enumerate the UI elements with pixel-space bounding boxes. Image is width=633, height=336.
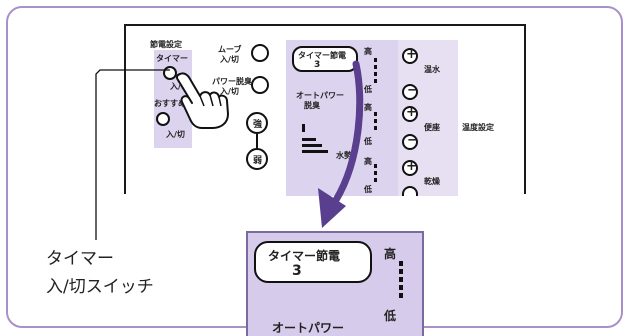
move-label: ムーブ [218,45,242,54]
control-panel: 節電設定 タイマー 入/切 おすすめ 入/切 ムーブ 入/切 パワー脱臭 入/切… [124,24,526,196]
water-temp-label: 温水 [424,65,440,74]
low-label-1: 低 [364,85,372,94]
level-bars [302,58,377,182]
strong-button[interactable]: 強 [246,112,268,134]
zoom-low-label: 低 [384,309,397,323]
move-onoff-label: 入/切 [220,55,239,64]
water-pressure-label: 水勢 [336,151,352,160]
power-deodorize-label: パワー脱臭 [212,77,252,86]
high-label-2: 高 [364,103,372,112]
water-temp-minus-button[interactable]: − [402,83,418,100]
zoom-level-bar [399,261,403,298]
power-deodorize-button[interactable] [251,76,269,94]
zoom-arrow-icon [318,60,364,228]
move-button[interactable] [251,44,269,62]
section-title: 節電設定 [150,40,182,49]
weak-button[interactable]: 弱 [246,148,268,170]
zoom-display-panel: タイマー節電 3 高 低 オートパワー [246,231,424,336]
seat-temp-plus-button[interactable]: + [402,105,418,122]
autopower-label: オートパワー [296,91,344,100]
dry-temp-plus-button[interactable]: + [402,159,418,176]
hand-pointer-icon [175,72,229,129]
button-connector [256,134,258,148]
dry-temp-minus-button[interactable] [402,186,418,196]
callout-line2: 入/切スイッチ [46,277,154,297]
temp-setting-label: 温度設定 [462,123,494,132]
zoom-timer-display: タイマー節電 3 [254,241,372,283]
zoom-high-label: 高 [384,247,397,261]
timer-onoff-label: 入/切 [170,82,189,91]
dry-temp-label: 乾燥 [424,177,440,186]
timer-display: タイマー節電 3 [292,46,358,72]
osusume-onoff-label: 入/切 [166,130,185,139]
low-label-2: 低 [364,137,372,146]
low-label-3: 低 [364,185,372,194]
osusume-onoff-button[interactable] [156,112,170,126]
autopower-sub-label: 脱臭 [304,101,320,110]
high-label-1: 高 [364,47,372,56]
seat-temp-label: 便座 [424,123,440,132]
seat-temp-minus-button[interactable]: − [402,133,418,150]
timer-button-label: タイマー [156,54,188,63]
power-onoff-label: 入/切 [220,87,239,96]
callout-line1: タイマー [46,249,114,269]
osusume-label: おすすめ [154,99,186,108]
zoom-autopower-label: オートパワー [272,321,345,335]
water-temp-plus-button[interactable]: + [402,47,418,64]
high-label-3: 高 [364,157,372,166]
